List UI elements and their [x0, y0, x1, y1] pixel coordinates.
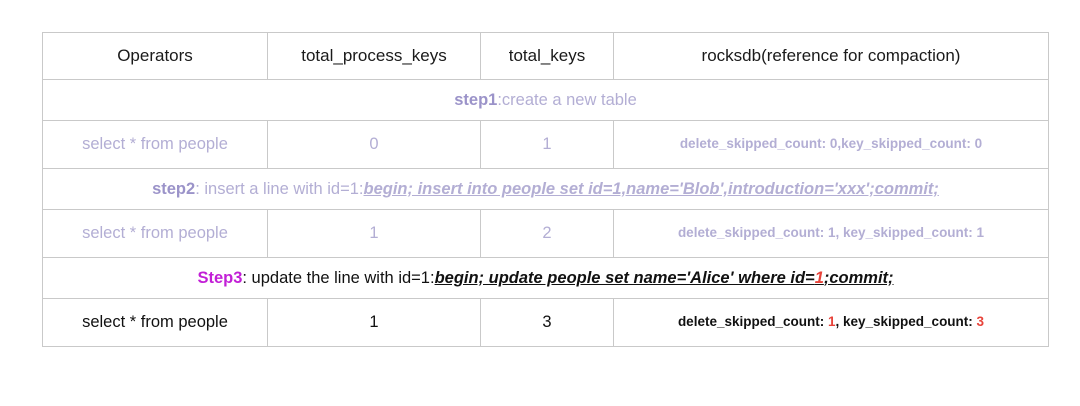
rocksdb-key-skipped-value: 1 [976, 225, 985, 241]
step3-separator: : [242, 268, 247, 287]
column-header-total-keys: total_keys [480, 32, 614, 80]
row-operator: select * from people [42, 298, 268, 347]
rocksdb-key-skipped-label: ,key_skipped_count: [837, 136, 975, 152]
column-header-operators: Operators [42, 32, 268, 80]
row-total-keys: 2 [480, 209, 614, 258]
step3-sql-pre: begin; update people set name='Alice' wh… [434, 268, 815, 287]
step2-banner-row: step2: insert a line with id=1:begin; in… [42, 168, 1049, 210]
step2-sql: begin; insert into people set id=1,name=… [363, 179, 939, 198]
step3-sql-highlight: 1 [814, 268, 824, 287]
step1-label: step1 [454, 90, 498, 109]
column-header-total-process-keys: total_process_keys [267, 32, 481, 80]
rocksdb-delete-skipped-label: delete_skipped_count: [679, 136, 830, 152]
rocksdb-delete-skipped-label: delete_skipped_count: [677, 225, 828, 241]
rocksdb-delete-skipped-label: delete_skipped_count: [677, 314, 828, 330]
column-header-rocksdb: rocksdb(reference for compaction) [613, 32, 1049, 80]
row-total-process-keys: 1 [267, 298, 481, 347]
step2-separator: : [195, 179, 200, 198]
step2-banner: step2: insert a line with id=1:begin; in… [42, 168, 1049, 210]
step1-banner-row: step1:create a new table [42, 79, 1049, 121]
row-total-process-keys: 0 [267, 120, 481, 169]
row-total-keys: 1 [480, 120, 614, 169]
step1-separator: : [497, 90, 502, 109]
table-row: select * from people 1 3 delete_skipped_… [42, 298, 1049, 347]
row-total-keys: 3 [480, 298, 614, 347]
rocksdb-delete-skipped-value: 0 [829, 136, 838, 152]
comparison-table: Operators total_process_keys total_keys … [42, 32, 1049, 347]
step2-label: step2 [152, 179, 196, 198]
table-row: select * from people 0 1 delete_skipped_… [42, 120, 1049, 169]
row-total-process-keys: 1 [267, 209, 481, 258]
table-header-row: Operators total_process_keys total_keys … [42, 32, 1049, 80]
step3-sql-post: ;commit; [823, 268, 894, 287]
rocksdb-key-skipped-label: , key_skipped_count: [835, 314, 977, 330]
step3-description: update the line with id=1: [246, 268, 435, 287]
row-rocksdb: delete_skipped_count: 1, key_skipped_cou… [613, 298, 1049, 347]
row-operator: select * from people [42, 120, 268, 169]
step2-description: insert a line with id=1: [199, 179, 364, 198]
step3-banner: Step3: update the line with id=1:begin; … [42, 257, 1049, 299]
step3-banner-row: Step3: update the line with id=1:begin; … [42, 257, 1049, 299]
step1-description: create a new table [501, 90, 637, 109]
step3-sql: begin; update people set name='Alice' wh… [435, 269, 894, 287]
rocksdb-delete-skipped-value: 1 [827, 225, 836, 241]
table-row: select * from people 1 2 delete_skipped_… [42, 209, 1049, 258]
row-rocksdb: delete_skipped_count: 0,key_skipped_coun… [613, 120, 1049, 169]
row-operator: select * from people [42, 209, 268, 258]
rocksdb-delete-skipped-value: 1 [827, 314, 836, 330]
step3-label: Step3 [197, 268, 243, 287]
rocksdb-key-skipped-value: 3 [976, 314, 985, 330]
rocksdb-key-skipped-label: , key_skipped_count: [835, 225, 977, 241]
rocksdb-key-skipped-value: 0 [974, 136, 983, 152]
row-rocksdb: delete_skipped_count: 1, key_skipped_cou… [613, 209, 1049, 258]
step1-banner: step1:create a new table [42, 79, 1049, 121]
